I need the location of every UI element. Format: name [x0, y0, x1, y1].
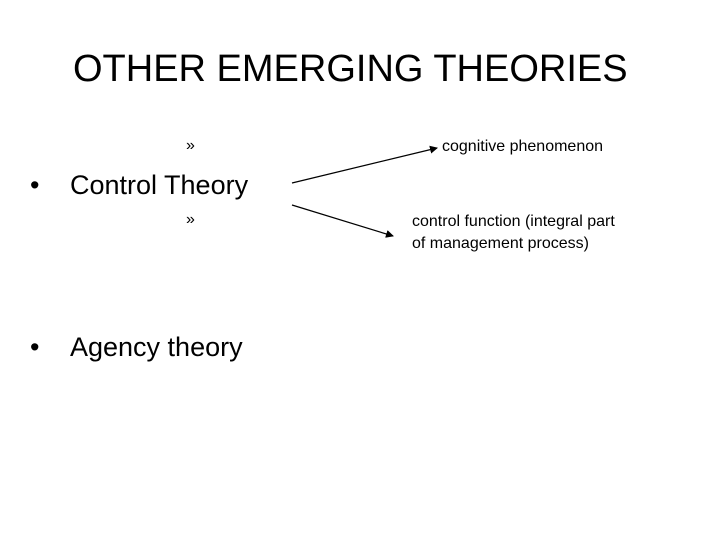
slide-title: OTHER EMERGING THEORIES [73, 48, 628, 90]
bullet-label: Control Theory [70, 170, 249, 200]
bullet-marker: • [30, 170, 40, 200]
bullet-control-theory: • Control Theory [30, 168, 248, 202]
bullet-label: Agency theory [70, 332, 243, 362]
annotation-control-function-2: of management process) [412, 235, 589, 252]
sub-marker-1: » [186, 137, 195, 154]
annotation-control-function-1: control function (integral part [412, 213, 615, 230]
arrow-to-control-function [291, 204, 394, 238]
sub-marker-2: » [186, 211, 195, 228]
arrow-to-cognitive [291, 145, 438, 184]
annotation-cognitive: cognitive phenomenon [442, 138, 604, 155]
bullet-marker: • [30, 332, 40, 362]
bullet-agency-theory: • Agency theory [30, 330, 243, 364]
